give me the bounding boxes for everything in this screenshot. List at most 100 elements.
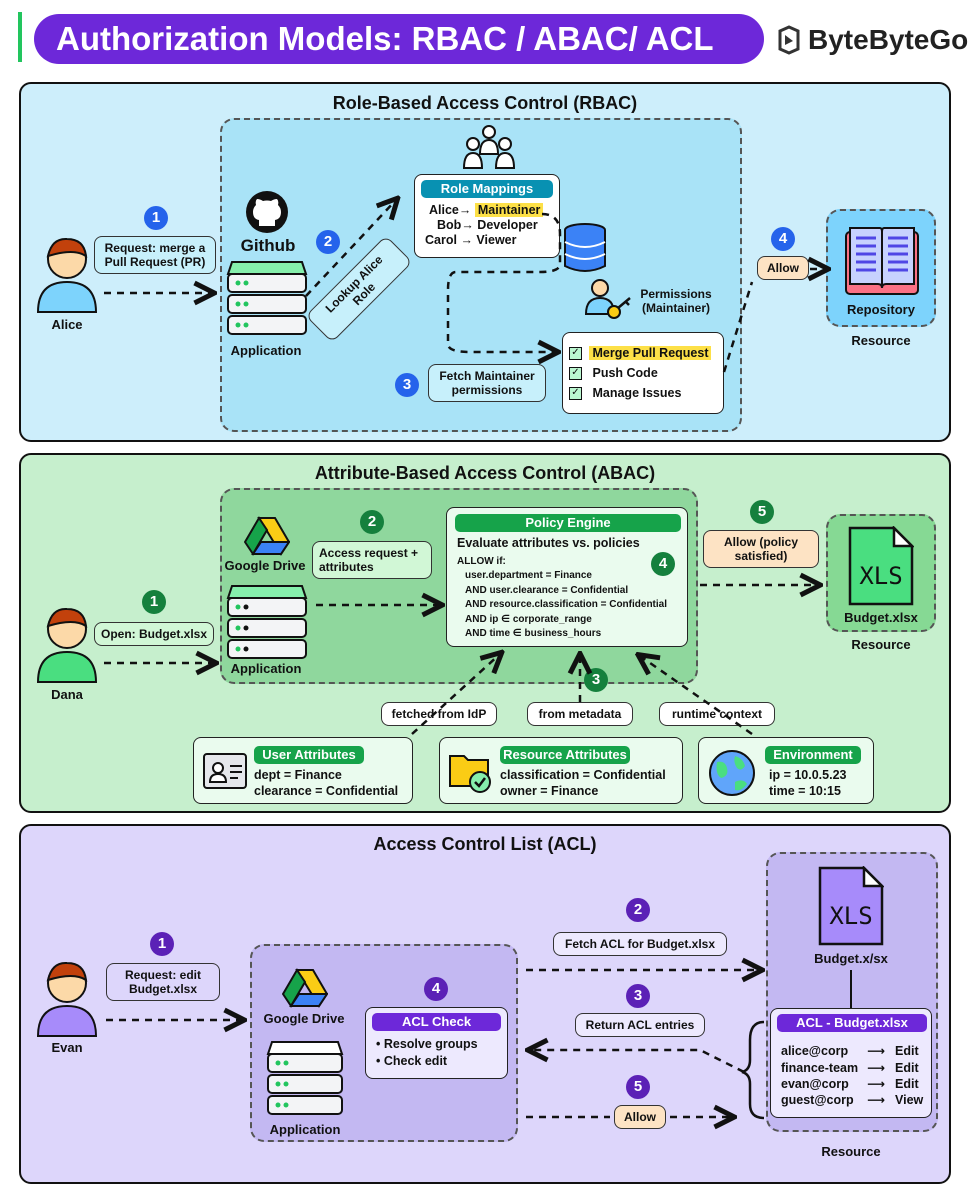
xls-file-icon [848, 526, 914, 606]
acl-xls-file-icon [818, 866, 884, 946]
abac-server-icon [226, 585, 308, 659]
mapping-carol: Carol → Viewer [425, 233, 517, 247]
evan-label: Evan [51, 1040, 83, 1055]
mapping-alice: Alice→ Maintainer [429, 202, 544, 218]
acl-return-box: Return ACL entries [575, 1013, 705, 1037]
source-metadata: from metadata [527, 702, 633, 726]
title-accent-bar [18, 12, 22, 62]
acl-entry-evan: evan@corp ⟶ Edit [781, 1077, 919, 1091]
rbac-step-3: 3 [395, 373, 419, 397]
acl-allow-box: Allow [614, 1105, 666, 1129]
rbac-arrow-lookup [305, 200, 396, 297]
acl-step-5: 5 [626, 1075, 650, 1099]
abac-request-box: Open: Budget.xlsx [94, 622, 214, 646]
source-idp: fetched from IdP [381, 702, 497, 726]
abac-step-1: 1 [142, 590, 166, 614]
abac-arrow-idp [411, 654, 500, 735]
acl-check-item-1: • Check edit [376, 1054, 448, 1068]
user-attributes-card: User Attributes dept = Finance clearance… [193, 737, 413, 804]
rbac-title: Role-Based Access Control (RBAC) [332, 93, 638, 113]
acl-bracket [741, 1020, 765, 1120]
abac-access-request-box: Access request + attributes [312, 541, 432, 579]
abac-step-2: 2 [360, 510, 384, 534]
users-group-icon [462, 125, 516, 169]
environment-title: Environment [765, 746, 861, 764]
rbac-arrow-allow [722, 281, 754, 373]
abac-step-4: 4 [651, 552, 675, 576]
policy-line-5: AND time ∈ business_hours [465, 628, 602, 639]
acl-file-name: Budget.x/sx [814, 951, 888, 966]
policy-line-0: ALLOW if: [457, 556, 506, 567]
permissions-card: ✓ Merge Pull Request ✓ Push Code ✓ Manag… [562, 332, 724, 414]
id-card-icon [203, 753, 247, 789]
acl-step-3: 3 [626, 984, 650, 1008]
user-key-icon [584, 279, 631, 319]
abac-arrow-runtime [640, 656, 753, 736]
source-runtime: runtime context [659, 702, 775, 726]
permissions-label: Permissions (Maintainer) [640, 287, 712, 315]
acl-step-2: 2 [626, 898, 650, 922]
policy-line-3: AND resource.classification = Confidenti… [465, 599, 667, 610]
env-time: time = 10:15 [769, 784, 841, 798]
policy-engine-subtitle: Evaluate attributes vs. policies [457, 536, 640, 550]
acl-step-4: 4 [424, 977, 448, 1001]
role-mappings-title: Role Mappings [421, 180, 553, 198]
acl-title: Access Control List (ACL) [373, 834, 597, 854]
resource-attr-owner: owner = Finance [500, 784, 599, 798]
acl-request-box: Request: edit Budget.xlsx [106, 963, 220, 1001]
abac-xls-text: XLS [859, 562, 903, 590]
acl-list-card: ACL - Budget.xlsx alice@corp ⟶ Edit fina… [770, 1008, 932, 1118]
acl-entry-alice: alice@corp ⟶ Edit [781, 1044, 919, 1058]
abac-step-5: 5 [750, 500, 774, 524]
user-attr-dept: dept = Finance [254, 768, 342, 782]
github-name: Github [240, 236, 296, 255]
policy-engine-card: Policy Engine Evaluate attributes vs. po… [446, 507, 688, 647]
mapping-bob: Bob→ Developer [437, 218, 538, 232]
check-icon: ✓ [569, 347, 582, 361]
abac-allow-box: Allow (policy satisfied) [703, 530, 819, 568]
acl-drive-name: Google Drive [263, 1011, 345, 1026]
maintainer-highlight: Maintainer [474, 203, 544, 217]
acl-check-card: ACL Check • Resolve groups • Check edit [365, 1007, 508, 1079]
acl-connector-line [850, 970, 852, 1008]
check-icon: ✓ [569, 387, 582, 401]
env-ip: ip = 10.0.5.23 [769, 768, 847, 782]
rbac-fetch-box: Fetch Maintainer permissions [428, 364, 546, 402]
acl-entry-finance: finance-team ⟶ Edit [781, 1061, 919, 1075]
permission-issues: ✓ Manage Issues [569, 385, 681, 401]
acl-list-title: ACL - Budget.xlsx [777, 1014, 927, 1032]
acl-xls-text: XLS [829, 902, 873, 930]
permission-push: ✓ Push Code [569, 365, 658, 381]
github-icon [246, 191, 288, 233]
bytebytego-logo-icon [778, 25, 800, 55]
rbac-arrow-db-perms [446, 212, 562, 352]
user-attributes-title: User Attributes [254, 746, 364, 764]
rbac-allow-box: Allow [757, 256, 809, 280]
acl-step-1: 1 [150, 932, 174, 956]
acl-app-label: Application [269, 1122, 341, 1137]
acl-fetch-box: Fetch ACL for Budget.xlsx [553, 932, 727, 956]
acl-server-icon [266, 1041, 344, 1115]
brand-logo: ByteByteGo [776, 24, 968, 56]
database-icon [564, 223, 606, 272]
repository-label: Repository [847, 302, 915, 317]
acl-check-title: ACL Check [372, 1013, 501, 1031]
user-attr-clearance: clearance = Confidential [254, 784, 399, 798]
rbac-app-label: Application [230, 343, 302, 358]
dana-avatar-icon [36, 607, 98, 683]
google-drive-icon [244, 516, 290, 556]
abac-drive-name: Google Drive [224, 558, 306, 573]
resource-attributes-title: Resource Attributes [500, 746, 630, 764]
acl-entry-guest: guest@corp ⟶ View [781, 1093, 924, 1107]
brand-name: ByteByteGo [808, 24, 969, 55]
abac-app-label: Application [230, 661, 302, 676]
rbac-resource-label: Resource [851, 333, 911, 348]
folder-check-icon [449, 755, 491, 793]
abac-title: Attribute-Based Access Control (ABAC) [314, 463, 656, 483]
environment-card: Environment ip = 10.0.5.23 time = 10:15 [698, 737, 874, 804]
check-icon: ✓ [569, 367, 582, 381]
acl-check-item-0: • Resolve groups [376, 1037, 478, 1051]
rbac-request-box: Request: merge a Pull Request (PR) [94, 236, 216, 274]
policy-engine-title: Policy Engine [455, 514, 681, 532]
